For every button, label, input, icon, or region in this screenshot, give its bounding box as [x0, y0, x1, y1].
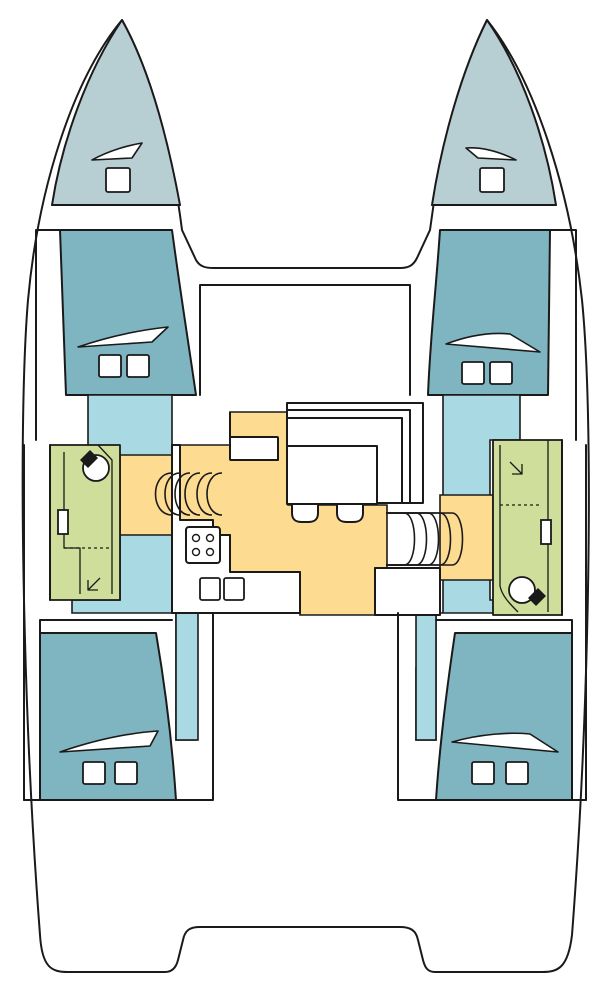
pillow-icon — [505, 761, 529, 785]
pillow-icon — [461, 361, 485, 385]
port-forward-cabin — [59, 229, 197, 396]
shower-arrow-icon — [509, 461, 523, 475]
pillow-icon — [105, 167, 131, 193]
stove-burner-icon — [185, 526, 221, 564]
companionway-steps-icon — [154, 472, 223, 516]
starboard-aft-cabin — [435, 632, 573, 801]
sink-icon — [223, 577, 245, 601]
pillow-icon — [126, 354, 150, 378]
pillow-icon — [471, 761, 495, 785]
toilet-icon — [508, 576, 536, 604]
folded-sheet-icon — [445, 332, 541, 353]
folded-sheet-icon — [77, 326, 169, 348]
pillow-icon — [82, 761, 106, 785]
companionway-steps-icon — [386, 512, 464, 566]
port-aft-corridor — [175, 612, 199, 741]
folded-sheet-icon — [451, 732, 559, 753]
starboard-salon-step-area — [439, 494, 494, 581]
starboard-aft-corridor — [415, 612, 437, 741]
folded-sheet-icon — [91, 142, 143, 161]
starboard-forward-cabin — [427, 229, 551, 396]
port-forepeak — [51, 19, 181, 206]
pillow-icon — [489, 361, 513, 385]
pillow-icon — [479, 167, 505, 193]
port-aft-cabin — [39, 632, 177, 801]
sink-icon — [199, 577, 221, 601]
pillow-icon — [114, 761, 138, 785]
starboard-forepeak — [431, 19, 557, 206]
folded-sheet-icon — [465, 147, 517, 161]
shower-arrow-icon — [87, 577, 101, 591]
folded-sheet-icon — [59, 730, 159, 753]
stool-seat — [336, 503, 364, 523]
stool-seat — [291, 503, 319, 523]
galley — [171, 444, 301, 614]
pillow-icon — [98, 354, 122, 378]
